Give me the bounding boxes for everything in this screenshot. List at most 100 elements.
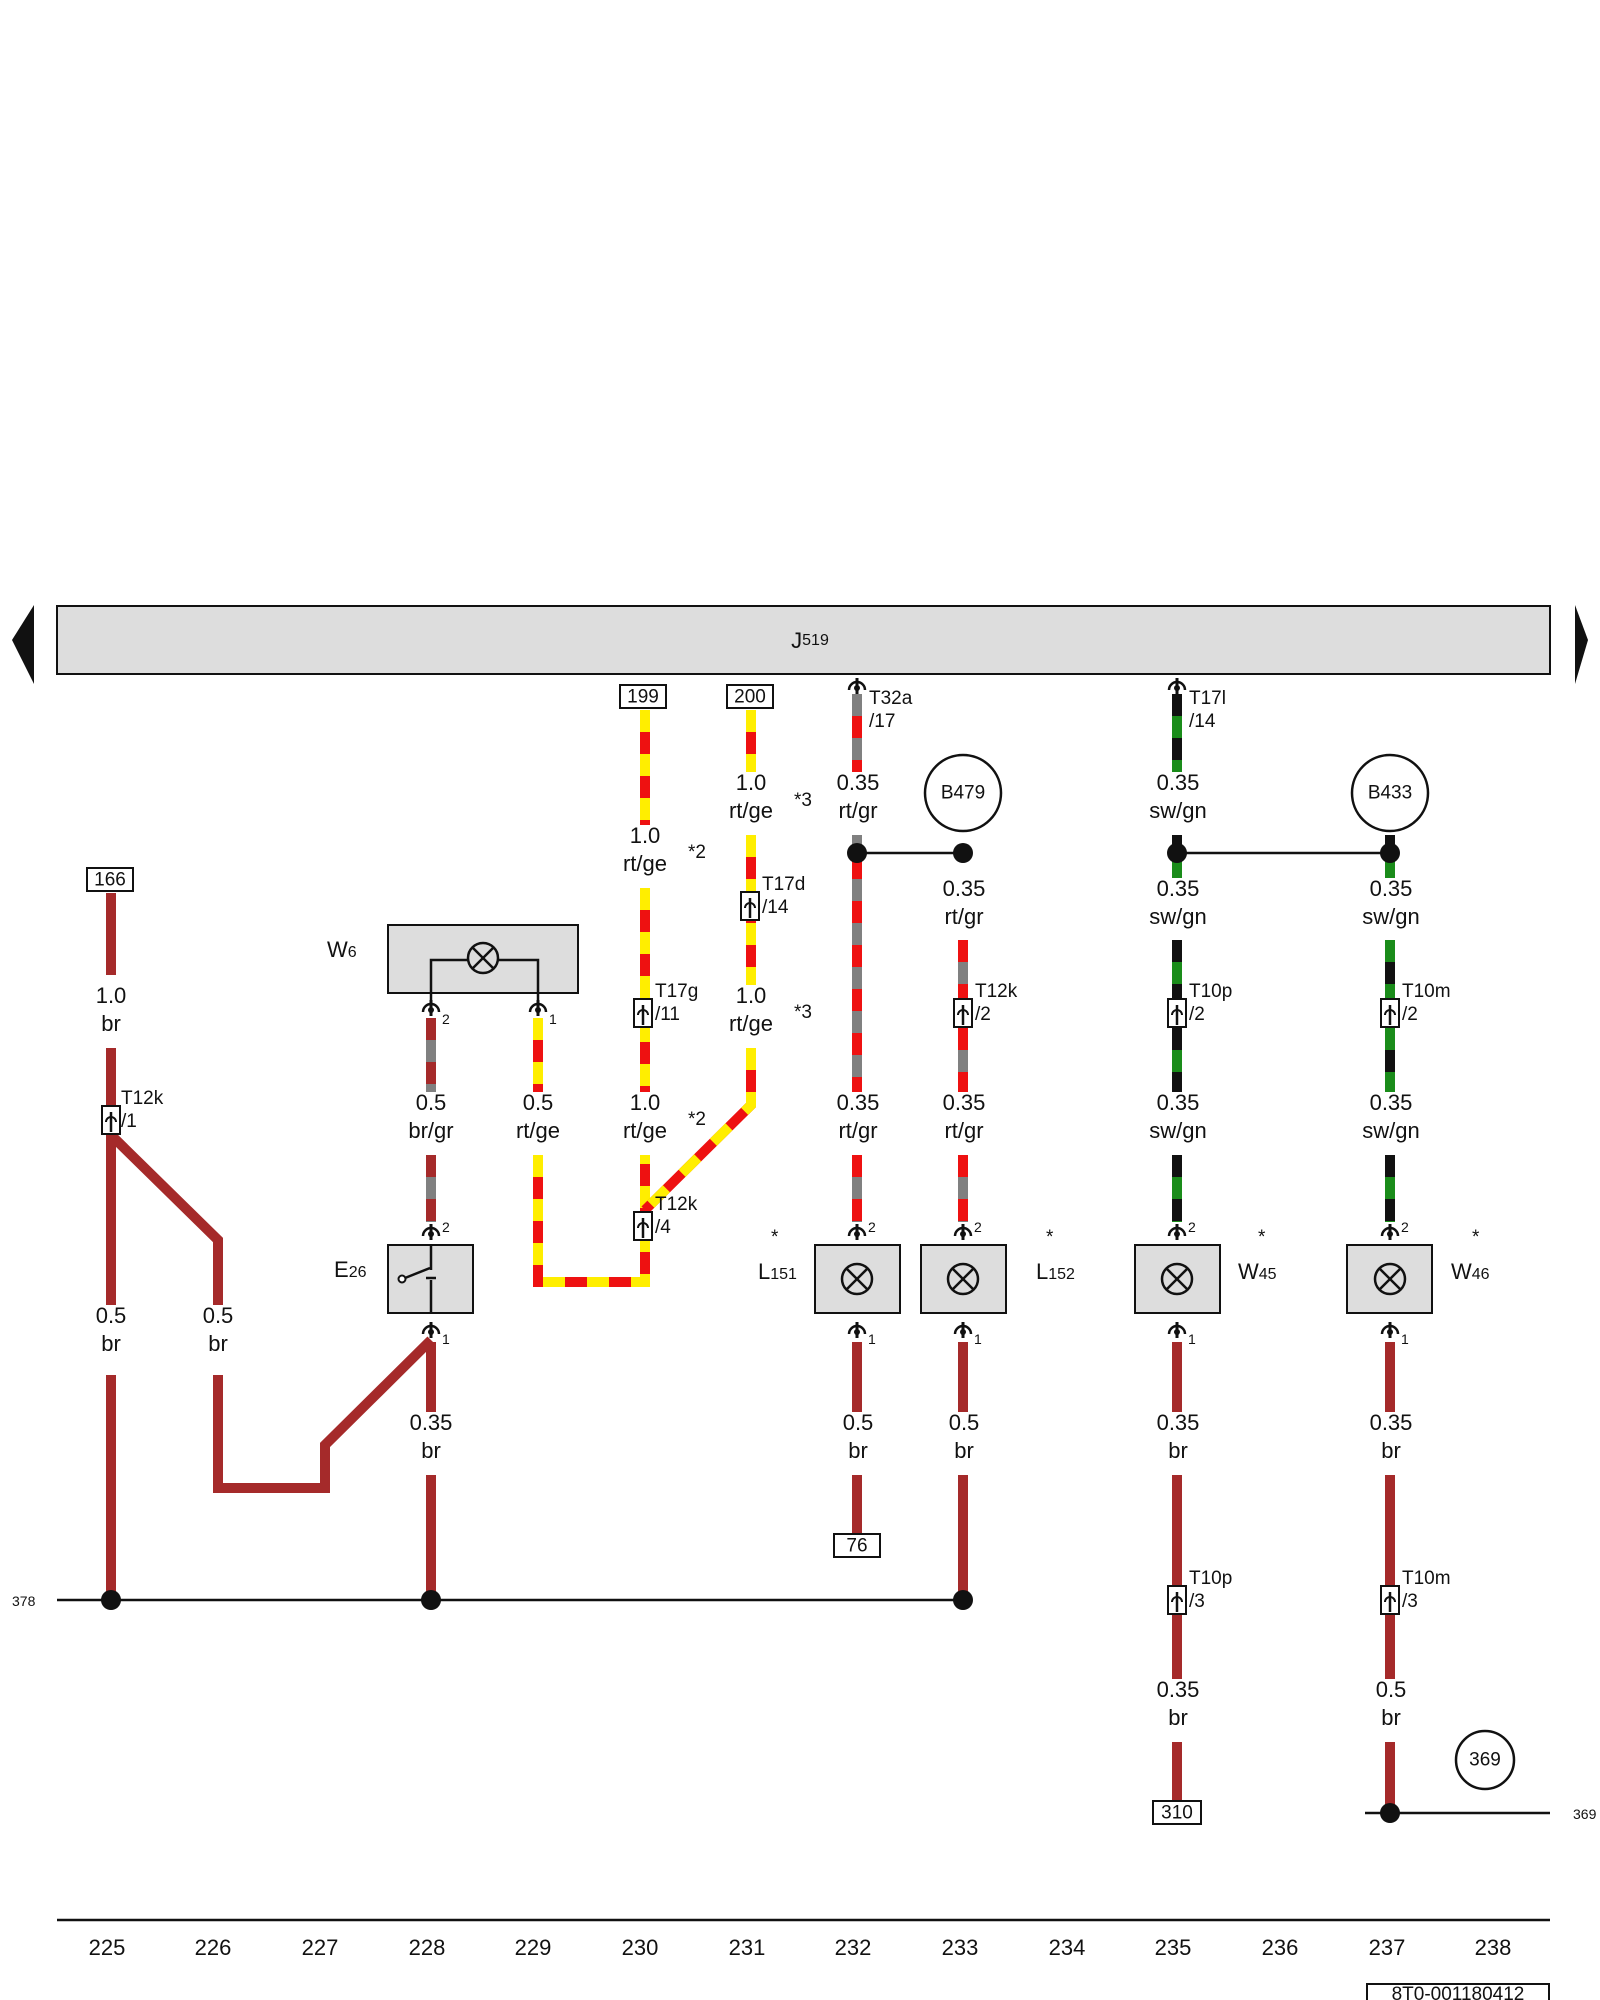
- pin-number: 2: [442, 1219, 450, 1235]
- wire-color-label: rt/ge: [729, 798, 773, 823]
- wire-color-label: br: [848, 1438, 868, 1463]
- connector-icon: [100, 1104, 122, 1136]
- junction-dot: [1380, 1803, 1400, 1823]
- ref-200: 200: [734, 687, 766, 708]
- wire-size-label: 0.35: [1157, 770, 1200, 795]
- wire-stripe: [641, 1048, 756, 1214]
- pin-icon: [421, 1222, 441, 1242]
- pin-icon: [421, 1320, 441, 1340]
- wire-color-label: br: [101, 1011, 121, 1036]
- wire-size-label: 0.5: [1376, 1677, 1407, 1702]
- column-number: 226: [195, 1935, 232, 1960]
- left-arrow-icon[interactable]: [12, 605, 34, 684]
- wire-color-label: rt/gr: [944, 904, 983, 929]
- pin-number: 2: [1401, 1219, 1409, 1235]
- wire-color-label: sw/gn: [1362, 1118, 1419, 1143]
- junction-dot: [953, 1590, 973, 1610]
- junction-dot: [953, 843, 973, 863]
- ref-box-76[interactable]: [833, 1533, 881, 1558]
- control-unit-j519: [56, 605, 1551, 675]
- column-number: 230: [622, 1935, 659, 1960]
- wire-color-label: rt/ge: [729, 1011, 773, 1036]
- switch-icon: [397, 1246, 436, 1312]
- wire-size-label: 0.5: [96, 1303, 127, 1328]
- wire-color-label: br: [1381, 1438, 1401, 1463]
- wire-size-label: 0.35: [1157, 876, 1200, 901]
- pin-icon: [528, 998, 548, 1018]
- connector-t17l-label: T17l: [1189, 688, 1226, 709]
- column-number: 237: [1369, 1935, 1406, 1960]
- connector-t10p2-label: T10p: [1189, 981, 1232, 1002]
- w46-star: *: [1472, 1227, 1480, 1248]
- w6-label: W6: [327, 937, 357, 962]
- pin-icon: [1167, 1320, 1187, 1340]
- pin-number: 1: [868, 1331, 876, 1347]
- connector-t32a-label: T32a: [869, 688, 913, 709]
- wire-color-label: sw/gn: [1149, 798, 1206, 823]
- wire-size-label: 1.0: [96, 983, 127, 1008]
- wire-size-label: 0.35: [1370, 1410, 1413, 1435]
- connector-t10m2-pin: /2: [1402, 1004, 1418, 1025]
- pin-number: 2: [868, 1219, 876, 1235]
- connector-t17g-pin: /11: [655, 1004, 680, 1025]
- connector-t10p3-label: T10p: [1189, 1568, 1232, 1589]
- connector-t10m3-pin: /3: [1402, 1591, 1418, 1612]
- l152-label: L152: [1036, 1259, 1075, 1284]
- ref-166: 166: [94, 870, 126, 891]
- pin-icon: [847, 1222, 867, 1242]
- ref-199: 199: [627, 687, 659, 708]
- control-unit-label: J519: [791, 628, 829, 653]
- connector-t12k1-pin: /1: [121, 1111, 137, 1132]
- pin-icon: [953, 1320, 973, 1340]
- pin-icon: [1167, 1222, 1187, 1242]
- ref-box-166[interactable]: [86, 867, 134, 892]
- junction-dot: [1167, 843, 1187, 863]
- wire-segment: [533, 1155, 650, 1287]
- w45-star: *: [1258, 1227, 1266, 1248]
- wire-size-label: 0.5: [949, 1410, 980, 1435]
- ground-point-369: [1454, 1729, 1516, 1791]
- wire-size-label: 1.0: [736, 770, 767, 795]
- connector-t10p3-pin: /3: [1189, 1591, 1205, 1612]
- wire-color-label: rt/ge: [516, 1118, 560, 1143]
- footnote-marker: *2: [688, 1109, 706, 1130]
- wire-color-label: rt/gr: [838, 798, 877, 823]
- column-number: 238: [1475, 1935, 1512, 1960]
- l151-star: *: [771, 1227, 779, 1248]
- column-number: 231: [729, 1935, 766, 1960]
- pin-number: 1: [442, 1331, 450, 1347]
- wire-size-label: 0.35: [410, 1410, 453, 1435]
- ref-box-200[interactable]: [726, 684, 774, 709]
- column-number: 228: [409, 1935, 446, 1960]
- wire-segment: [213, 1336, 435, 1493]
- wire-size-label: 1.0: [630, 1090, 661, 1115]
- connector-t12k4-pin: /4: [655, 1217, 671, 1238]
- wire-size-label: 0.35: [1157, 1090, 1200, 1115]
- ref-box-310[interactable]: [1152, 1800, 1202, 1825]
- wire-size-label: 0.5: [843, 1410, 874, 1435]
- ground-ref-369: 369: [1573, 1806, 1597, 1822]
- column-numbers: 225 226 227 228 229 230 231 232 233 234 …: [89, 1935, 1512, 1960]
- wire-color-label: br: [421, 1438, 441, 1463]
- connector-icon: [632, 997, 654, 1029]
- connector-t10m3-label: T10m: [1402, 1568, 1451, 1589]
- wire-size-label: 0.35: [837, 770, 880, 795]
- ref-box-199[interactable]: [619, 684, 667, 709]
- l151-label: L151: [758, 1259, 797, 1284]
- pin-number: 2: [974, 1219, 982, 1235]
- wire-color-label: rt/ge: [623, 851, 667, 876]
- ground-ref-378: 378: [12, 1593, 36, 1609]
- wire-size-label: 0.35: [1370, 1090, 1413, 1115]
- junction-dot: [847, 843, 867, 863]
- pin-icon: [847, 676, 867, 696]
- pin-number: 2: [1188, 1219, 1196, 1235]
- right-arrow-icon[interactable]: [1575, 605, 1588, 684]
- wire-color-label: rt/ge: [623, 1118, 667, 1143]
- wire-size-label: 0.35: [943, 876, 986, 901]
- connector-icon: [1166, 1584, 1188, 1616]
- splice-b433: [1350, 753, 1430, 833]
- w45-label: W45: [1238, 1259, 1277, 1284]
- footnote-marker: *3: [794, 790, 812, 811]
- connector-t32a-pin: /17: [869, 711, 895, 732]
